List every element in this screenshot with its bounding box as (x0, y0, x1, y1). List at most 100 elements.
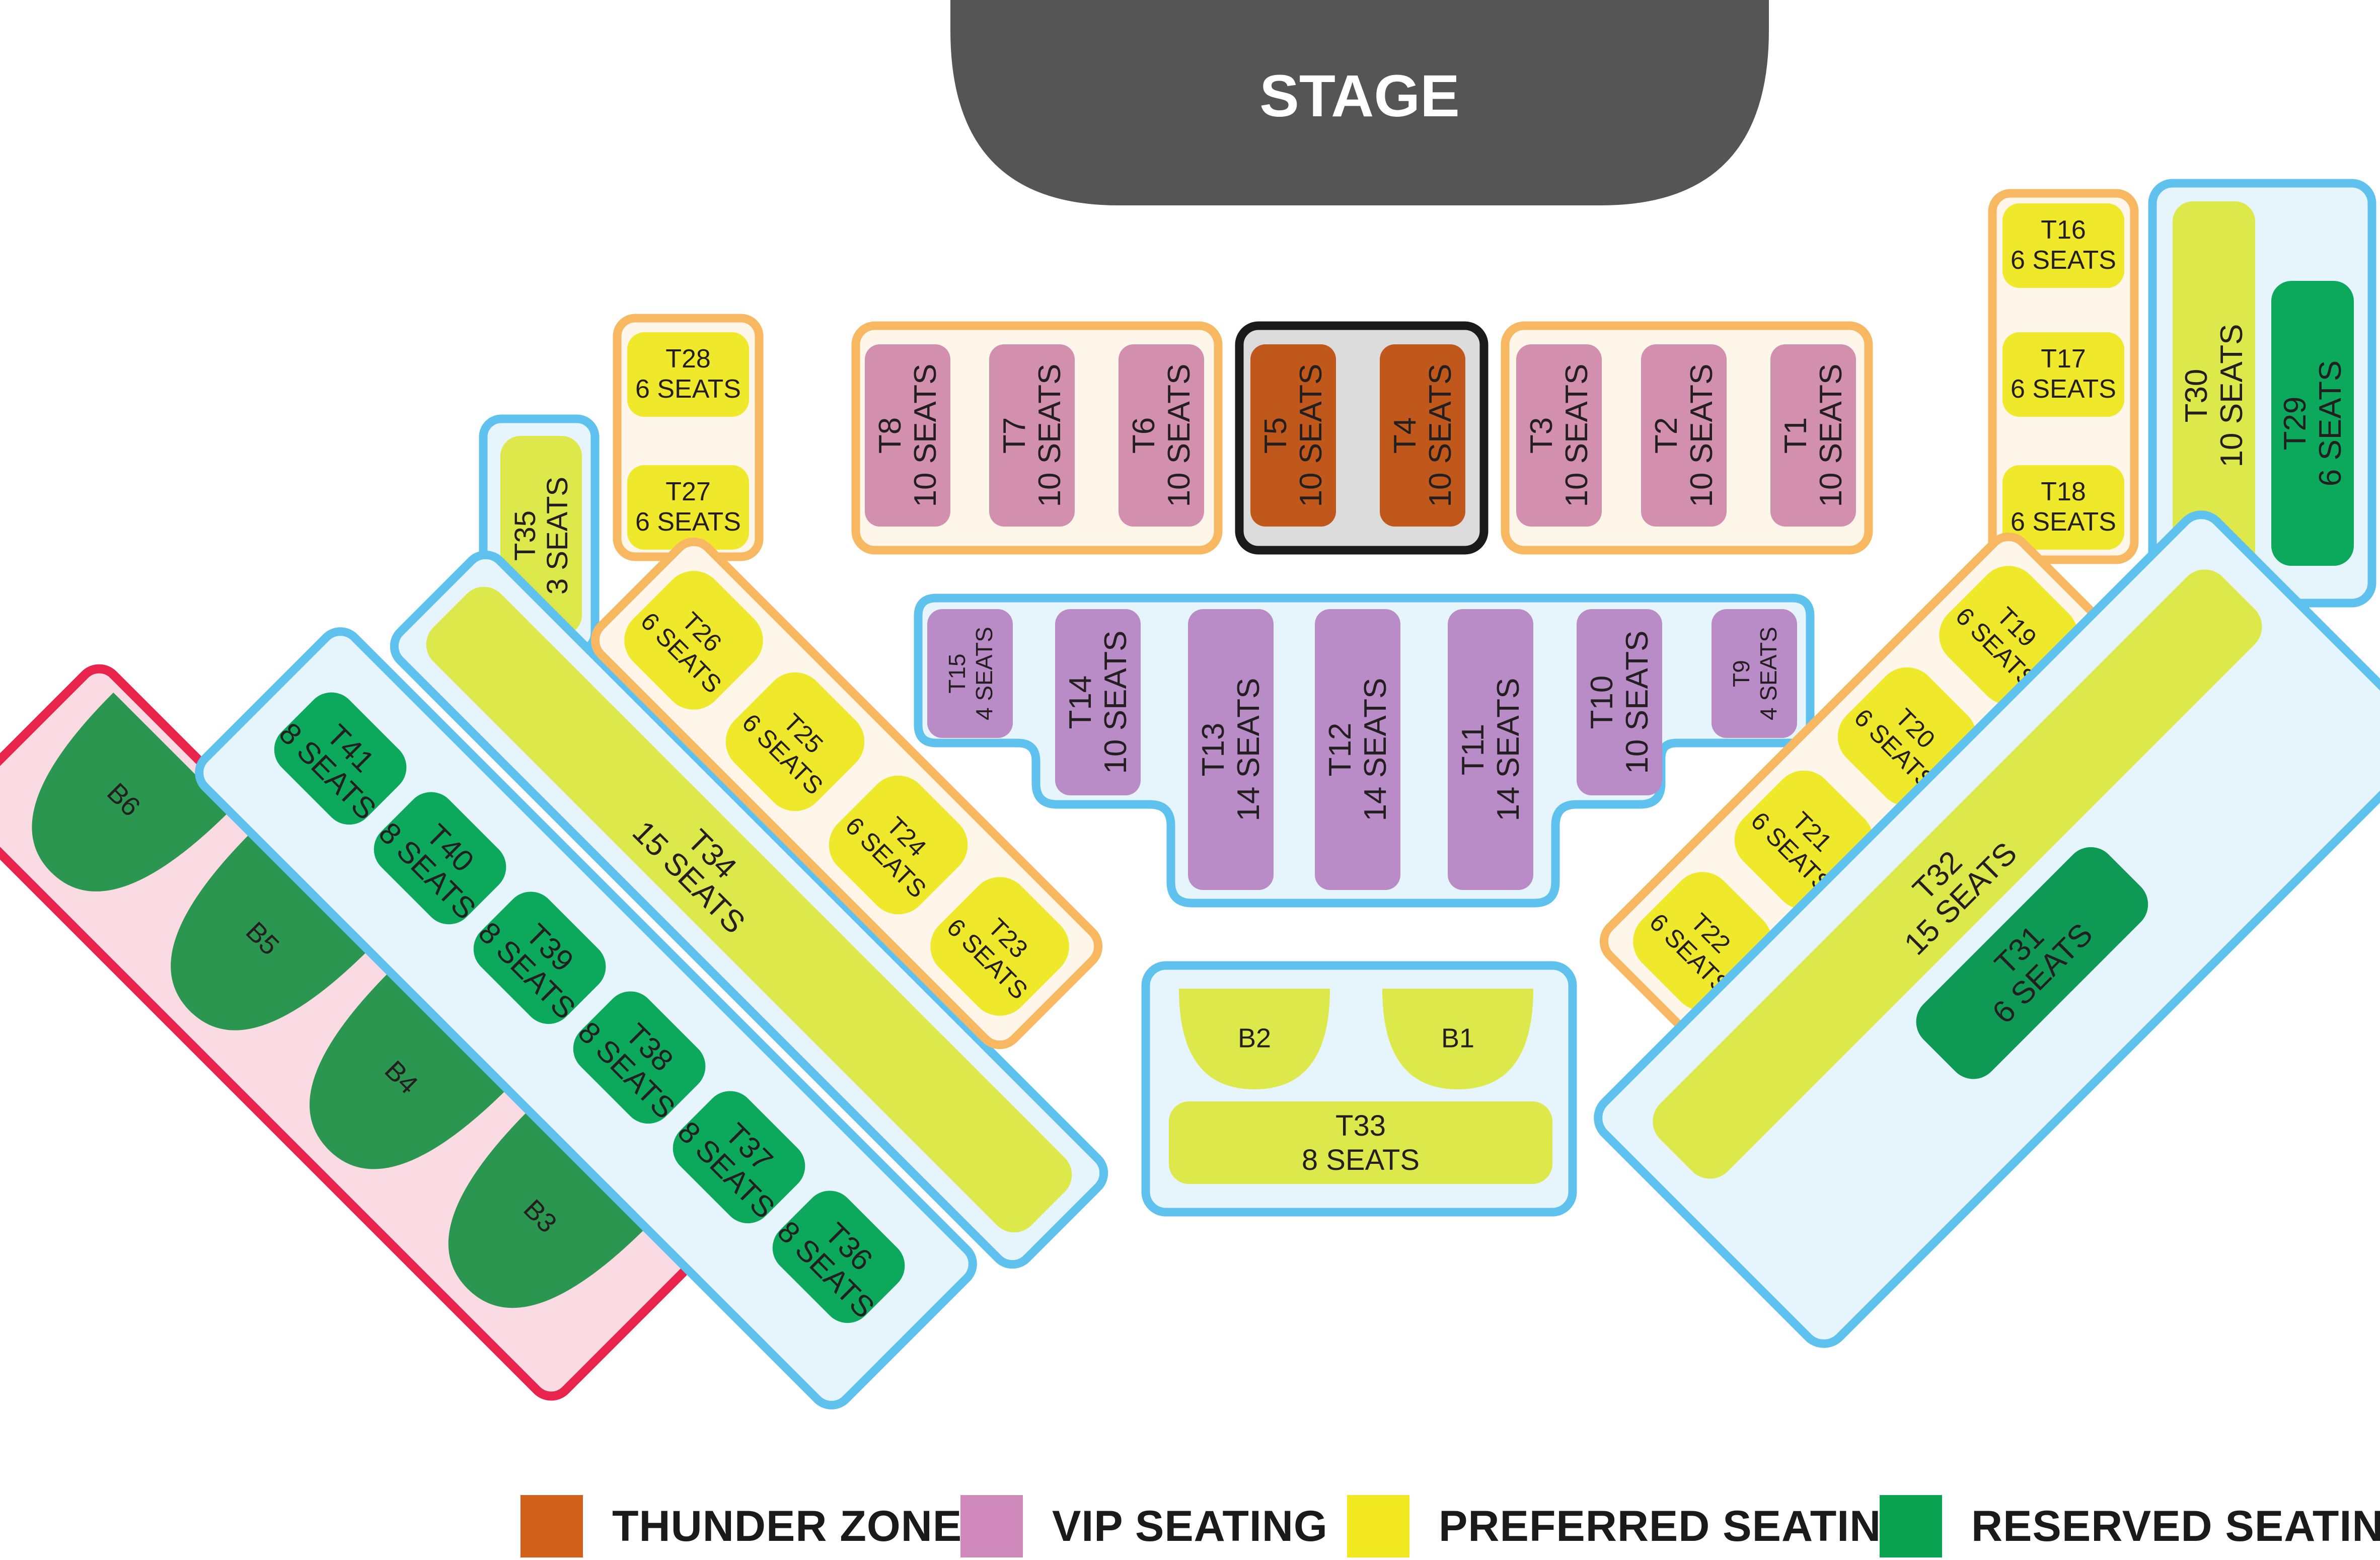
table-t30-seats: 10 SEATS (2214, 324, 2249, 468)
booth-b2-label: B2 (1238, 1023, 1271, 1053)
table-t18-seats: 6 SEATS (2011, 507, 2116, 537)
table-t41[interactable]: T418 SEATS (263, 682, 417, 836)
legend-label-thunder-zone: THUNDER ZONE (612, 1502, 962, 1550)
legend-label-preferred-seating: PREFERRED SEATING (1439, 1502, 1916, 1550)
table-t6[interactable]: T610 SEATS (1119, 344, 1204, 527)
table-t33-label: T33 (1335, 1109, 1386, 1142)
table-t4-seats: 10 SEATS (1423, 364, 1458, 507)
table-t40[interactable]: T408 SEATS (363, 781, 517, 935)
table-t13[interactable]: T1314 SEATS (1188, 609, 1274, 890)
table-t9-seats: 4 SEATS (1755, 627, 1781, 720)
svg-text:T1010 SEATS: T1010 SEATS (1585, 631, 1655, 774)
table-t35-seats: 3 SEATS (541, 477, 574, 595)
table-t7-seats: 10 SEATS (1032, 364, 1067, 507)
table-t5[interactable]: T510 SEATS (1250, 344, 1336, 527)
table-t3[interactable]: T310 SEATS (1516, 344, 1602, 527)
table-t35-label: T35 (509, 510, 542, 561)
table-t7[interactable]: T710 SEATS (989, 344, 1075, 527)
table-t9-label: T9 (1728, 660, 1754, 687)
booth-b3[interactable]: B3 (409, 1109, 647, 1348)
table-t5-seats: 10 SEATS (1294, 364, 1328, 507)
legend-swatch-preferred-seating (1347, 1495, 1409, 1557)
table-t12[interactable]: T1214 SEATS (1315, 609, 1400, 890)
table-t10-label: T10 (1585, 676, 1619, 729)
table-t2-label: T2 (1649, 417, 1684, 454)
table-t7-label: T7 (997, 417, 1032, 454)
table-t1-seats: 10 SEATS (1814, 364, 1848, 507)
table-t30-label: T30 (2179, 369, 2214, 423)
svg-text:T1114 SEATS: T1114 SEATS (1456, 678, 1526, 822)
table-t15-seats: 4 SEATS (971, 627, 997, 720)
svg-text:T1410 SEATS: T1410 SEATS (1063, 631, 1133, 774)
table-t39[interactable]: T398 SEATS (463, 881, 617, 1035)
svg-text:T1214 SEATS: T1214 SEATS (1323, 678, 1393, 822)
table-t8[interactable]: T810 SEATS (865, 344, 950, 527)
table-t37[interactable]: T378 SEATS (662, 1080, 816, 1234)
table-t14-seats: 10 SEATS (1098, 631, 1133, 774)
table-t1[interactable]: T110 SEATS (1770, 344, 1856, 527)
legend-label-reserved-seating: RESERVED SEATING (1971, 1502, 2380, 1550)
table-t4[interactable]: T410 SEATS (1380, 344, 1465, 527)
booth-b6[interactable]: B6 (0, 687, 231, 931)
section-t36-t41: T418 SEATS T408 SEATS T398 SEATS T388 SE… (195, 627, 977, 1409)
table-t1-label: T1 (1778, 417, 1813, 454)
table-t29-seats: 6 SEATS (2313, 360, 2348, 486)
table-t13-label: T13 (1196, 723, 1231, 777)
table-t12-label: T12 (1323, 723, 1358, 777)
table-t3-label: T3 (1524, 417, 1559, 454)
table-t4-label: T4 (1388, 417, 1423, 454)
svg-text:T353 SEATS: T353 SEATS (509, 477, 574, 595)
table-t29[interactable]: T296 SEATS (2271, 281, 2354, 566)
booth-b5[interactable]: B5 (131, 831, 370, 1070)
booth-b4[interactable]: B4 (270, 970, 509, 1209)
legend-swatch-thunder-zone (520, 1495, 583, 1557)
table-t6-seats: 10 SEATS (1162, 364, 1197, 507)
table-t2[interactable]: T210 SEATS (1641, 344, 1727, 527)
section-t34: T3415 SEATS (390, 550, 1108, 1269)
table-t13-seats: 14 SEATS (1231, 678, 1266, 822)
table-t30[interactable]: T3010 SEATS (2173, 201, 2255, 590)
table-t16-seats: 6 SEATS (2011, 246, 2116, 275)
booth-b1[interactable]: B1 (1382, 989, 1533, 1089)
table-t28-label: T28 (665, 344, 711, 374)
table-t10[interactable]: T1010 SEATS (1577, 609, 1662, 795)
table-t16-label: T16 (2041, 215, 2086, 245)
svg-text:T510 SEATS: T510 SEATS (1258, 364, 1328, 507)
legend-label-vip-seating: VIP SEATING (1052, 1502, 1328, 1550)
table-t24[interactable]: T246 SEATS (816, 763, 980, 927)
table-t9[interactable]: T94 SEATS (1712, 609, 1797, 738)
table-t33-seats: 8 SEATS (1302, 1144, 1420, 1176)
table-t11[interactable]: T1114 SEATS (1448, 609, 1533, 890)
table-t14-label: T14 (1063, 676, 1098, 729)
svg-text:T710 SEATS: T710 SEATS (997, 364, 1067, 507)
legend-item-vip-seating: VIP SEATING (960, 1495, 1328, 1557)
table-t11-seats: 14 SEATS (1491, 678, 1526, 822)
legend-item-reserved-seating: RESERVED SEATING (1880, 1495, 2380, 1557)
table-t38[interactable]: T388 SEATS (562, 981, 716, 1135)
table-t25[interactable]: T256 SEATS (713, 660, 877, 824)
table-t12-seats: 14 SEATS (1358, 678, 1393, 822)
svg-text:T310 SEATS: T310 SEATS (1524, 364, 1594, 507)
booth-b1-label: B1 (1441, 1023, 1474, 1053)
table-t28-seats: 6 SEATS (635, 375, 741, 404)
table-t2-seats: 10 SEATS (1684, 364, 1719, 507)
booth-b2[interactable]: B2 (1179, 989, 1330, 1089)
table-t15-label: T15 (944, 653, 970, 693)
table-t8-label: T8 (873, 417, 908, 454)
table-t27-label: T27 (665, 477, 711, 506)
svg-text:T3010 SEATS: T3010 SEATS (2179, 324, 2249, 468)
table-t14[interactable]: T1410 SEATS (1055, 609, 1141, 795)
legend-item-preferred-seating: PREFERRED SEATING (1347, 1495, 1915, 1557)
table-t23[interactable]: T236 SEATS (918, 864, 1081, 1028)
svg-text:T1314 SEATS: T1314 SEATS (1196, 678, 1266, 822)
table-t5-label: T5 (1258, 417, 1293, 454)
table-t15[interactable]: T154 SEATS (927, 609, 1013, 738)
